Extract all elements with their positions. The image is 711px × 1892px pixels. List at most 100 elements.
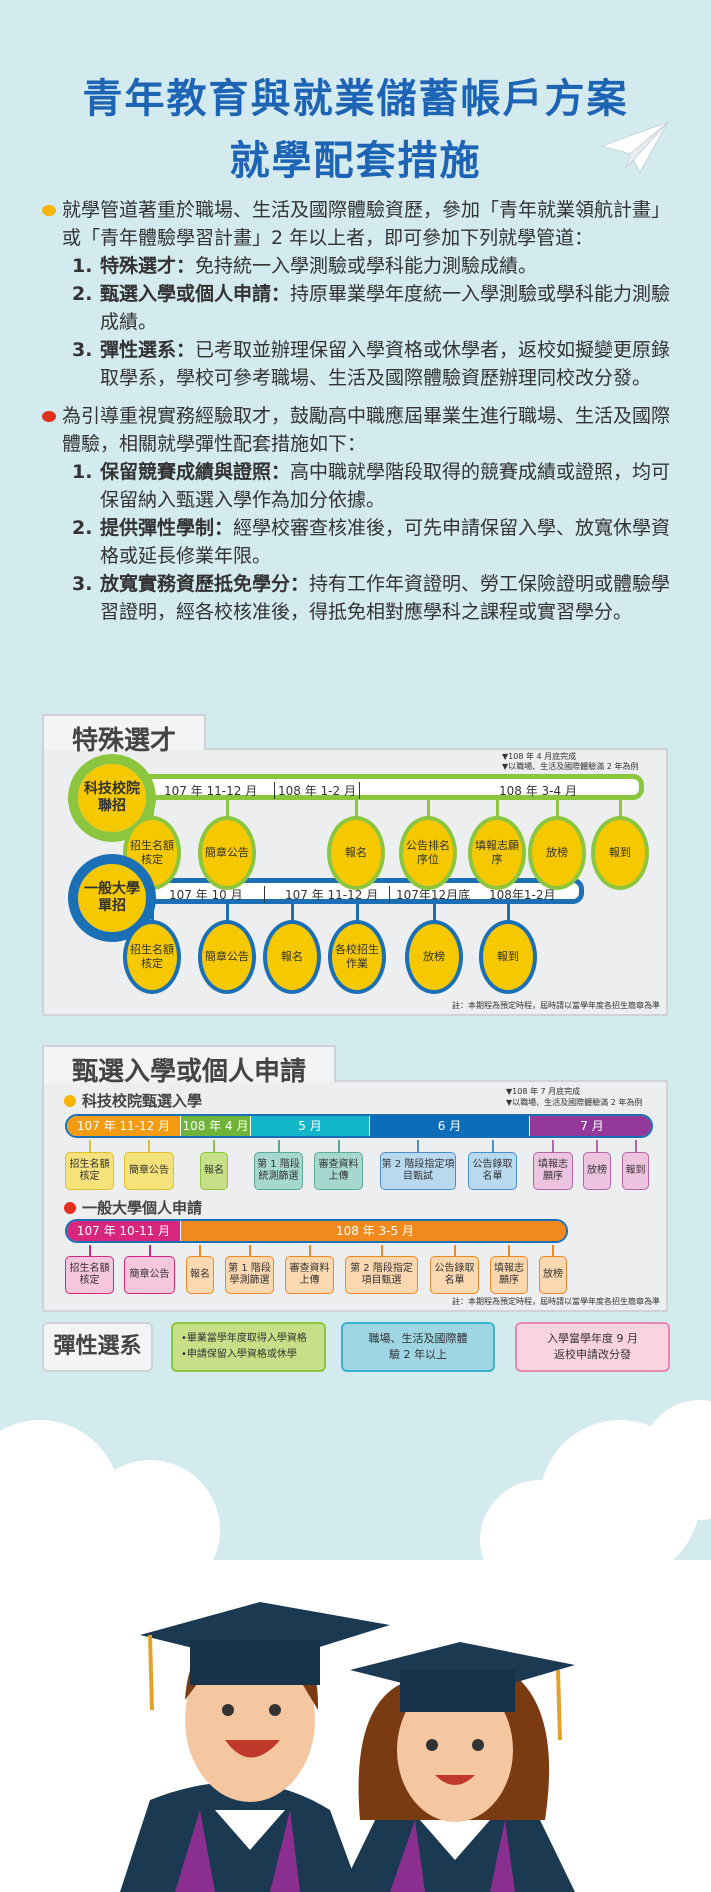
tech-subtitle: 科技校院甄選入學	[64, 1090, 202, 1111]
period-label: 107 年 10 月	[169, 888, 243, 902]
item-heading: 保留競賽成績與證照：	[100, 461, 291, 483]
tech-hub: 科技校院聯招	[68, 754, 156, 842]
period-label: 108年1-2月	[489, 888, 556, 902]
paragraph-text: 就學管道著重於職場、生活及國際體驗資歷，參加「青年就業領航計畫」或「青年體驗學習…	[62, 199, 671, 249]
flexible-conditions: •畢業當學年度取得入學資格 •申請保留入學資格或休學	[171, 1322, 326, 1372]
page-subtitle: 就學配套措施	[229, 138, 482, 184]
section-heading-selection: 甄選入學或個人申請	[42, 1045, 337, 1087]
flexible-experience: 職場、生活及國際體驗 2 年以上	[341, 1322, 495, 1372]
period-label: 108 年 3-4 月	[499, 784, 577, 798]
period-segment: 108 年 4 月	[181, 1116, 251, 1136]
timeline-stem	[226, 798, 229, 820]
label-stem	[552, 1140, 554, 1152]
list-item: 2. 提供彈性學制：經學校審查核准後，可先申請保留入學、放寬休學資格或延長修業年限…	[62, 514, 682, 570]
list-item: 3.放寬實務資歷抵免學分：持有工作年資證明、勞工保險證明或體驗學習證明，經各校核…	[62, 570, 682, 626]
step-label: 公告錄取名單	[468, 1152, 517, 1190]
item-number: 1.	[72, 255, 93, 277]
label-stem	[508, 1245, 510, 1256]
period-label: 108 年 1-2 月	[274, 782, 360, 799]
univ-title: 一般大學個人申請	[82, 1199, 203, 1217]
clouds-icon	[0, 1400, 711, 1892]
timeline-stem	[496, 798, 499, 820]
item-text: 持有工作年資證明、勞工保險證明或體驗學習證明，經各校核准後，得抵免相對應學科之課…	[100, 573, 671, 623]
period-segment: 7 月	[530, 1116, 651, 1136]
selection-panel: 科技校院甄選入學 ▼108 年 7 月底完成 ▼以職場、生活及國際體驗滿 2 年…	[42, 1080, 668, 1312]
item-text: 經學校審查核准後，可先申請保留入學、放寬休學資格或延長修業年限。	[100, 517, 671, 567]
step-bubble: 報名	[327, 816, 385, 890]
step-bubble: 報到	[591, 816, 649, 890]
item-number: 2.	[72, 283, 93, 305]
item-heading: 彈性選系：	[100, 339, 196, 361]
label-stem	[199, 1245, 201, 1256]
list-item: 3.彈性選系：已考取並辦理保留入學資格或休學者，返校如擬變更原錄取學系，學校可參…	[62, 336, 682, 392]
item-text: 持原畢業學年度統一入學測驗或學科能力測驗成績。	[100, 283, 671, 333]
timeline-stem	[619, 798, 622, 820]
step-label: 報名	[186, 1256, 214, 1294]
item-heading: 甄選入學或個人申請：	[100, 283, 291, 305]
note: ▼以職場、生活及國際體驗滿 2 年為例	[506, 1098, 643, 1107]
period-segment: 5 月	[251, 1116, 370, 1136]
period-segment: 6 月	[370, 1116, 530, 1136]
label-stem	[88, 1245, 91, 1256]
step-label: 第 1 階段學測篩選	[225, 1256, 274, 1294]
flexible-heading: 彈性選系	[42, 1322, 153, 1372]
label-stem	[308, 1245, 311, 1256]
step-bubble: 放榜	[405, 920, 463, 994]
step-bubble: 簡章公告	[198, 920, 256, 994]
period-segment: 107 年 10-11 月	[67, 1221, 181, 1241]
label-stem	[491, 1140, 494, 1152]
step-label: 放榜	[583, 1152, 611, 1190]
male-graduate-icon	[120, 1602, 390, 1892]
note: ▼以職場、生活及國際體驗滿 2 年為例	[502, 762, 639, 771]
label-stem	[596, 1140, 598, 1152]
step-label: 填報志願序	[490, 1256, 528, 1294]
step-label: 填報志願序	[533, 1152, 573, 1190]
label-stem	[634, 1140, 637, 1152]
step-label: 招生名額核定	[65, 1152, 114, 1190]
page-title: 青年教育與就業儲蓄帳戶方案	[82, 76, 629, 122]
footnote: 註：本期程為預定時程，屆時請以當學年度各招生簡章為準	[452, 1297, 660, 1306]
univ-hub: 一般大學單招	[68, 854, 156, 942]
list-item: 2. 甄選入學或個人申請：持原畢業學年度統一入學測驗或學科能力測驗成績。	[62, 280, 682, 336]
note: ▼108 年 4 月底完成	[502, 752, 577, 761]
special-panel: ▼108 年 4 月底完成 ▼以職場、生活及國際體驗滿 2 年為例 107 年 …	[42, 748, 668, 1016]
item-number: 3.	[72, 573, 93, 595]
timeline-stem	[226, 902, 229, 924]
label-stem	[552, 1245, 554, 1256]
timeline-stem	[291, 902, 294, 924]
bullet-icon	[42, 205, 56, 216]
tech-timeline-bar: 107 年 11-12 月 108 年 1-2 月 108 年 3-4 月	[114, 774, 644, 800]
step-bubble: 報到	[479, 920, 537, 994]
step-bubble: 各校招生作業	[328, 920, 386, 994]
female-graduate-icon	[340, 1642, 575, 1892]
paragraph-text: 為引導重視實務經驗取才，鼓勵高中職應屆畢業生進行職場、生活及國際體驗，相關就學彈…	[62, 405, 671, 455]
step-label: 簡章公告	[124, 1152, 174, 1190]
graduates-illustration	[0, 1400, 711, 1892]
label-stem	[88, 1140, 91, 1152]
step-bubble: 填報志願序	[468, 816, 526, 890]
period-label: 107 年 11-12 月	[164, 784, 258, 798]
period-segment: 108 年 3-5 月	[181, 1221, 566, 1241]
bullet-icon	[42, 411, 56, 422]
label-stem	[148, 1245, 151, 1256]
item-number: 2.	[72, 517, 93, 539]
item-text: 高中職就學階段取得的競賽成績或證照，均可保留納入甄選入學作為加分依據。	[100, 461, 671, 511]
list-item: 1.特殊選才：免持統一入學測驗或學科能力測驗成績。	[62, 252, 682, 280]
label-stem	[380, 1245, 383, 1256]
timeline-stem	[433, 902, 436, 924]
intro-paragraph: 為引導重視實務經驗取才，鼓勵高中職應屆畢業生進行職場、生活及國際體驗，相關就學彈…	[42, 402, 682, 626]
item-text: 免持統一入學測驗或學科能力測驗成績。	[195, 255, 538, 277]
intro-text: 就學管道著重於職場、生活及國際體驗資歷，參加「青年就業領航計畫」或「青年體驗學習…	[42, 196, 682, 636]
step-bubble: 放榜	[528, 816, 586, 890]
step-bubble: 簡章公告	[198, 816, 256, 890]
timeline-stem	[355, 798, 358, 820]
item-number: 1.	[72, 461, 93, 483]
period-label: 107年12月底	[389, 886, 470, 903]
step-label: 放榜	[539, 1256, 567, 1294]
item-heading: 提供彈性學制：	[100, 517, 234, 539]
label-stem	[277, 1140, 280, 1152]
condition: •申請保留入學資格或休學	[181, 1349, 297, 1360]
step-bubble: 報名	[263, 920, 321, 994]
